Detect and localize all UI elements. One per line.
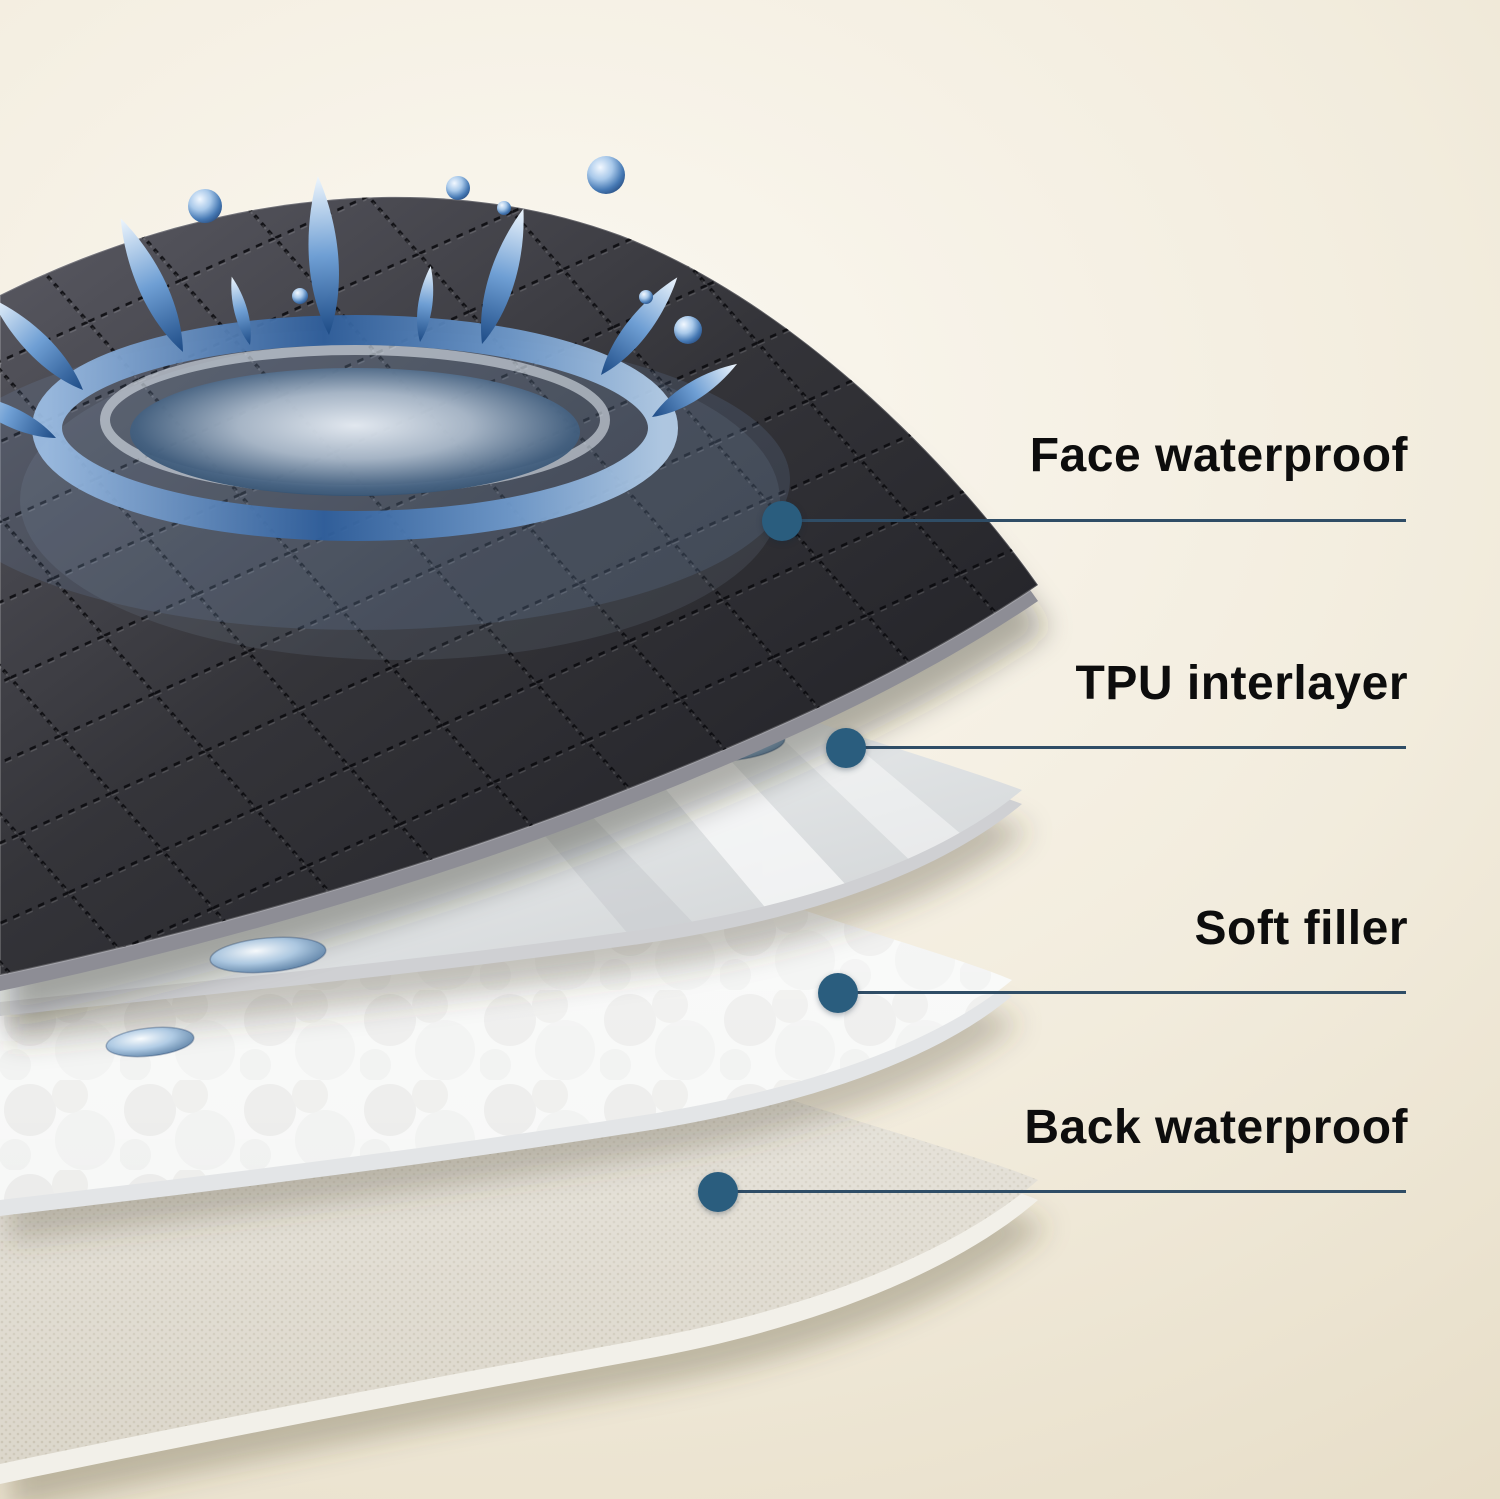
face-waterproof-layer — [0, 156, 1048, 1019]
water-beads-left — [105, 936, 327, 1058]
water-splash — [0, 175, 790, 630]
flying-water-droplets — [188, 156, 702, 344]
